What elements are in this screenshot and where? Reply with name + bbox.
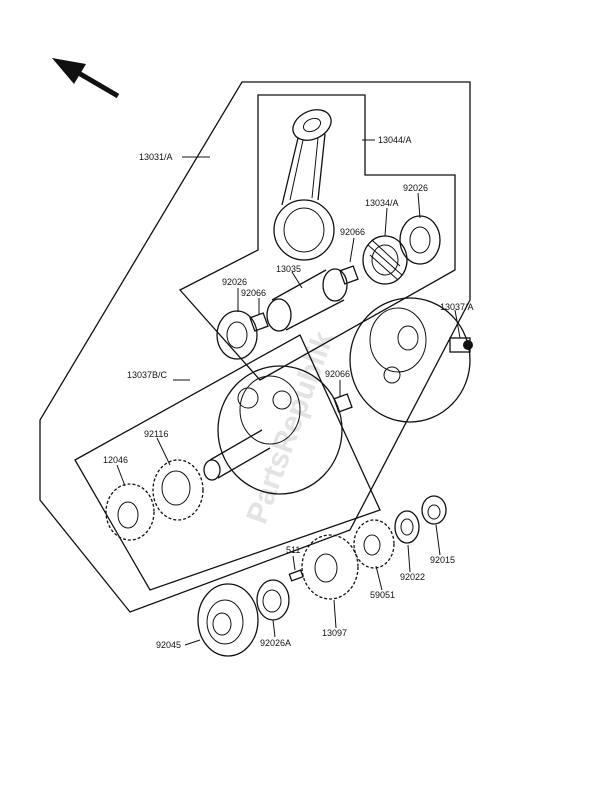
label-12046: 12046 <box>103 455 128 465</box>
label-92066-top: 92066 <box>340 227 365 237</box>
gear-92116 <box>152 459 204 521</box>
washer-92022 <box>394 510 420 544</box>
label-92026-top: 92026 <box>403 183 428 193</box>
label-92026a: 92026A <box>260 638 291 648</box>
bushing-92066-left <box>249 312 269 332</box>
flywheel-right <box>349 297 473 423</box>
bushing-92066-top <box>339 265 359 285</box>
gear-59051 <box>353 519 395 569</box>
crank-pin <box>266 268 348 332</box>
connecting-rod <box>273 109 335 261</box>
label-13037a: 13037/A <box>440 302 474 312</box>
label-92015: 92015 <box>430 555 455 565</box>
washer-92026-top <box>399 215 441 265</box>
oil-seal-92026a <box>256 579 290 621</box>
assembly-outline-13031a <box>39 81 471 613</box>
label-92026-left: 92026 <box>222 277 247 287</box>
assembly-outline-13044a <box>178 94 456 381</box>
label-92045: 92045 <box>156 640 181 650</box>
label-92116: 92116 <box>144 429 168 439</box>
label-92066-left: 92066 <box>241 288 266 298</box>
washer-92026-left <box>216 310 258 360</box>
ball-bearing-92045 <box>197 583 259 657</box>
leader-lines <box>116 139 461 646</box>
label-13097: 13097 <box>322 628 347 638</box>
label-13037bc: 13037B/C <box>127 370 168 380</box>
watermark: PartsRepublik <box>241 327 341 528</box>
label-59051: 59051 <box>370 590 395 600</box>
assembly-outline-13037bc <box>74 334 381 591</box>
gear-13097 <box>301 534 359 600</box>
label-92022: 92022 <box>400 572 425 582</box>
label-92066-mid: 92066 <box>325 369 350 379</box>
label-13035: 13035 <box>276 264 301 274</box>
nut-92015 <box>421 495 447 525</box>
arrow-up-left-icon <box>52 58 120 99</box>
label-13031a: 13031/A <box>139 152 173 162</box>
pin-511 <box>288 569 304 582</box>
flywheel-left <box>203 365 343 495</box>
bushing-92066-mid <box>333 393 353 413</box>
watermark-text: PartsRepublik <box>241 327 341 528</box>
label-13044a: 13044/A <box>378 135 412 145</box>
label-13034a: 13034/A <box>365 198 399 208</box>
label-511: 511 <box>286 545 300 555</box>
gear-12046 <box>105 483 155 541</box>
